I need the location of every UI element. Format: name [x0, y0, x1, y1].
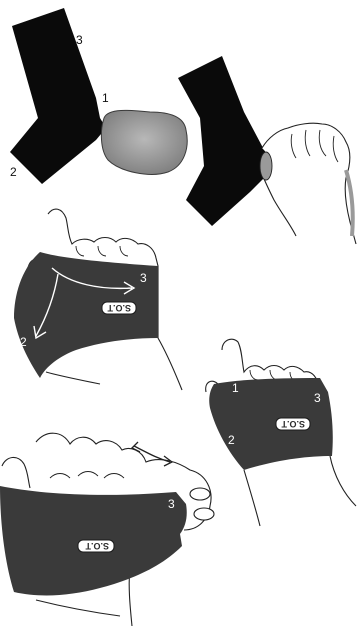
label-2-wrap: 2	[20, 335, 27, 349]
fingertip-closeup-2	[194, 508, 214, 520]
label-1-flat: 1	[102, 91, 109, 105]
thumb-tip-insert	[260, 152, 272, 180]
panel-4-fitted: 1 3 2 S.O.T	[206, 339, 356, 526]
logo-text-fitted: S.O.T	[281, 419, 305, 429]
label-3-wrap: 3	[140, 271, 147, 285]
hand-outline-insert	[262, 123, 356, 244]
thumb-pad	[101, 110, 187, 174]
label-2-fitted: 2	[228, 433, 235, 447]
fingertip-closeup-1	[190, 488, 210, 500]
label-3-flat: 3	[76, 33, 83, 47]
band-shape-flat	[10, 8, 106, 184]
panel-3-wrap-arrows: 3 2 S.O.T	[14, 209, 182, 390]
panel-2-thumb-insert	[178, 56, 356, 244]
band-shape-insert	[178, 56, 270, 226]
panel-5-closeup: 3 S.O.T	[0, 433, 214, 626]
label-3-closeup: 3	[168, 497, 175, 511]
logo-text-closeup: S.O.T	[85, 541, 109, 551]
label-1-fitted: 1	[232, 381, 239, 395]
logo-text-wrap: S.O.T	[107, 303, 131, 313]
label-2-flat: 2	[10, 165, 17, 179]
label-3-fitted: 3	[314, 391, 321, 405]
band-shape-wrap	[14, 252, 158, 378]
panel-1-flat-band: 3 1 2	[10, 8, 187, 184]
